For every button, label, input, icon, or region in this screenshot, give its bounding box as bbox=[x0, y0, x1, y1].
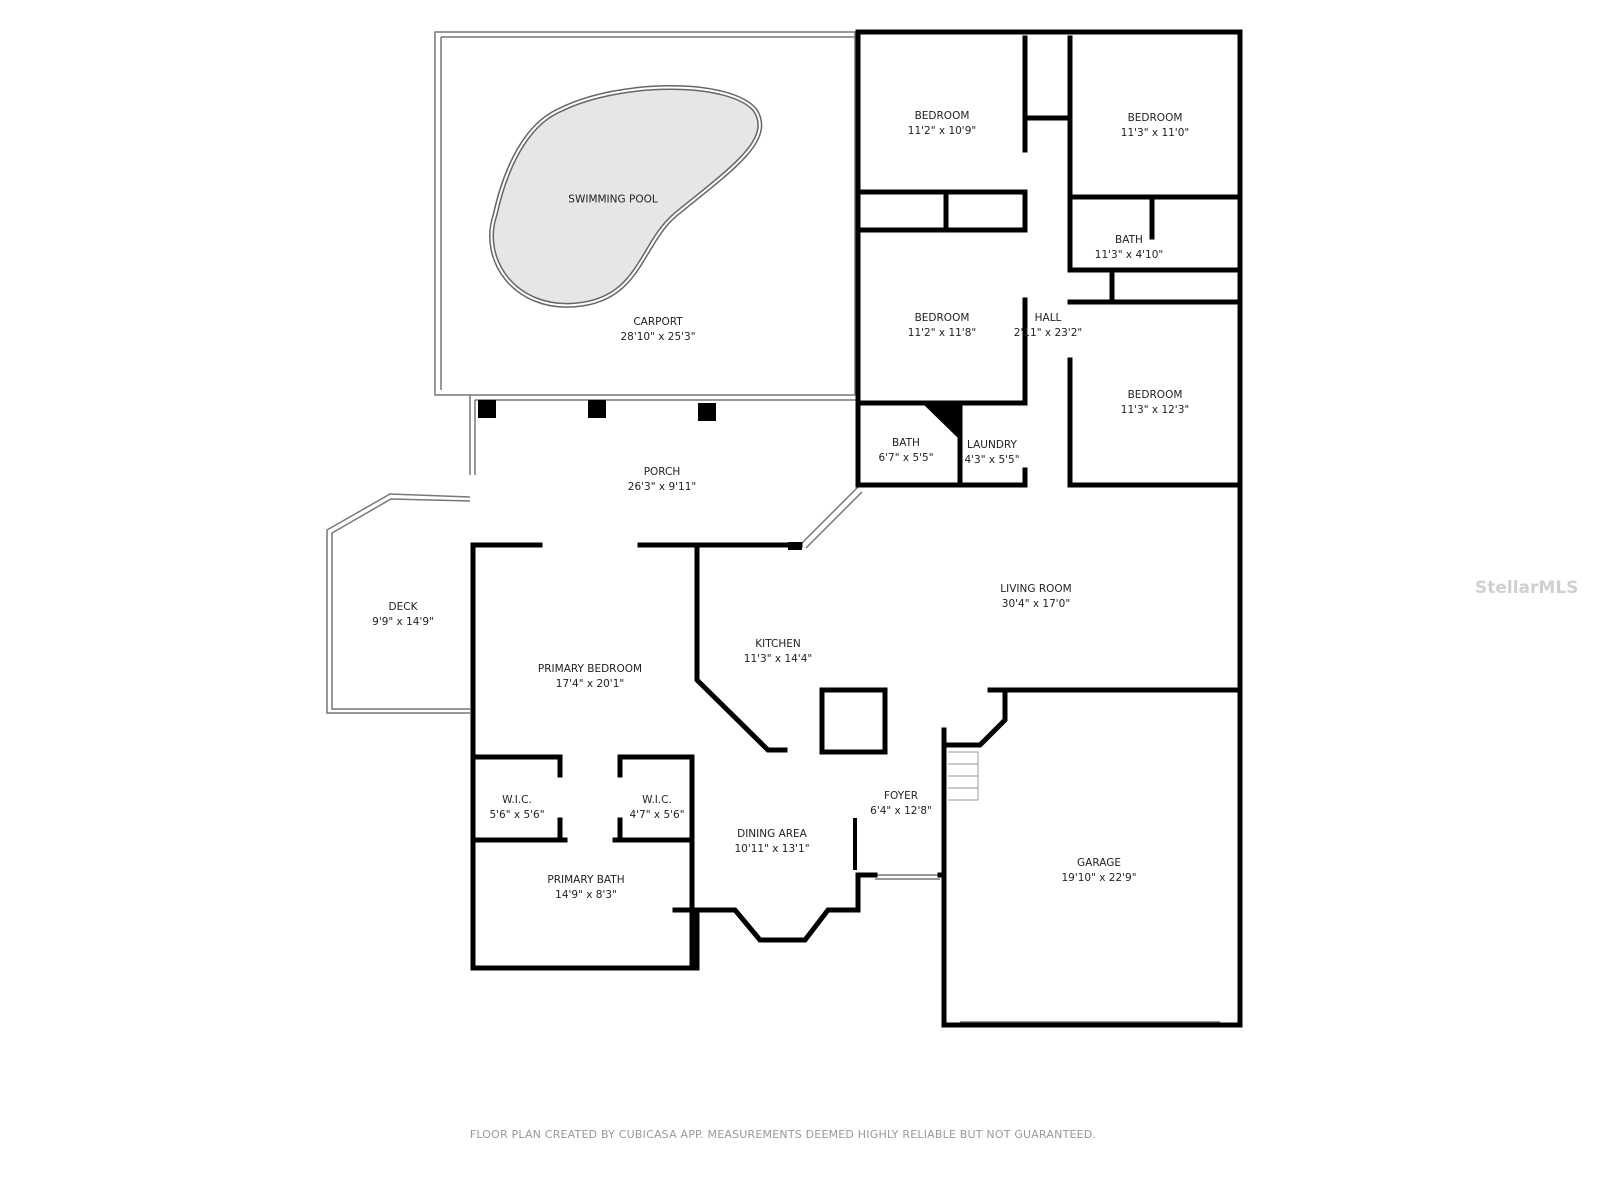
room-label-swimming-pool: SWIMMING POOL bbox=[568, 193, 658, 206]
room-label-wic-2: W.I.C.4'7" x 5'6" bbox=[629, 794, 685, 821]
footer-disclaimer: FLOOR PLAN CREATED BY CUBICASA APP. MEAS… bbox=[469, 1128, 1097, 1141]
stairs bbox=[948, 751, 979, 801]
walls bbox=[470, 29, 1243, 1028]
watermark: StellarMLS bbox=[1475, 578, 1579, 598]
thin-outlines bbox=[326, 31, 1220, 1023]
room-label-wic-1: W.I.C.5'6" x 5'6" bbox=[489, 794, 545, 821]
